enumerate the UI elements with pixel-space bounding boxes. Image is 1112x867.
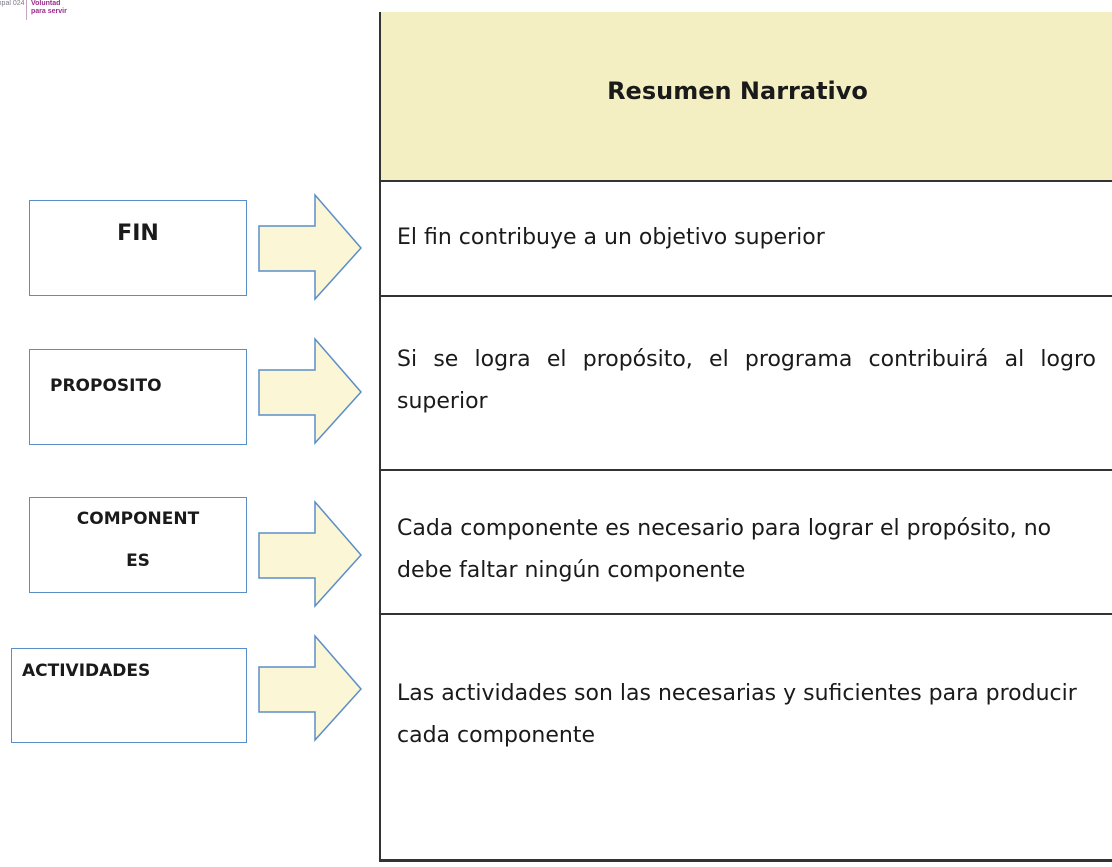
- row-fin-text: El fin contribuye a un objetivo superior: [397, 225, 825, 250]
- logo-municipal-text: ipal 024: [0, 0, 25, 7]
- table-header-title: Resumen Narrativo: [607, 77, 868, 105]
- label-actividades-text: ACTIVIDADES: [22, 661, 151, 681]
- label-proposito-text: PROPOSITO: [50, 376, 162, 396]
- arrow-componentes-icon: [258, 500, 363, 608]
- label-componentes: COMPONENT ES: [29, 497, 247, 593]
- label-proposito: PROPOSITO: [29, 349, 247, 445]
- label-componentes-line2: ES: [126, 551, 150, 571]
- row-actividades-text: Las actividades son las necesarias y suf…: [397, 681, 1077, 748]
- row-proposito-text: Si se logra el propósito, el programa co…: [397, 347, 1096, 414]
- narrative-summary-table: Resumen Narrativo El fin contribuye a un…: [379, 12, 1112, 862]
- arrow-fin-icon: [258, 193, 363, 301]
- row-actividades: Las actividades son las necesarias y suf…: [381, 615, 1112, 860]
- institution-logo: ipal 024 Voluntad para servir: [0, 0, 71, 24]
- row-fin: El fin contribuye a un objetivo superior: [381, 182, 1112, 297]
- arrow-actividades-icon: [258, 634, 363, 742]
- row-proposito: Si se logra el propósito, el programa co…: [381, 297, 1112, 471]
- label-actividades: ACTIVIDADES: [11, 648, 247, 743]
- label-fin: FIN: [29, 200, 247, 296]
- label-fin-text: FIN: [117, 221, 159, 246]
- row-componentes: Cada componente es necesario para lograr…: [381, 471, 1112, 615]
- table-header: Resumen Narrativo: [381, 12, 1112, 182]
- arrow-proposito-icon: [258, 337, 363, 445]
- table-bottom-border: [381, 859, 1112, 862]
- logo-slogan: Voluntad para servir: [31, 0, 67, 15]
- label-componentes-line1: COMPONENT: [76, 509, 200, 529]
- logo-separator: [26, 0, 27, 20]
- row-componentes-text: Cada componente es necesario para lograr…: [397, 516, 1052, 583]
